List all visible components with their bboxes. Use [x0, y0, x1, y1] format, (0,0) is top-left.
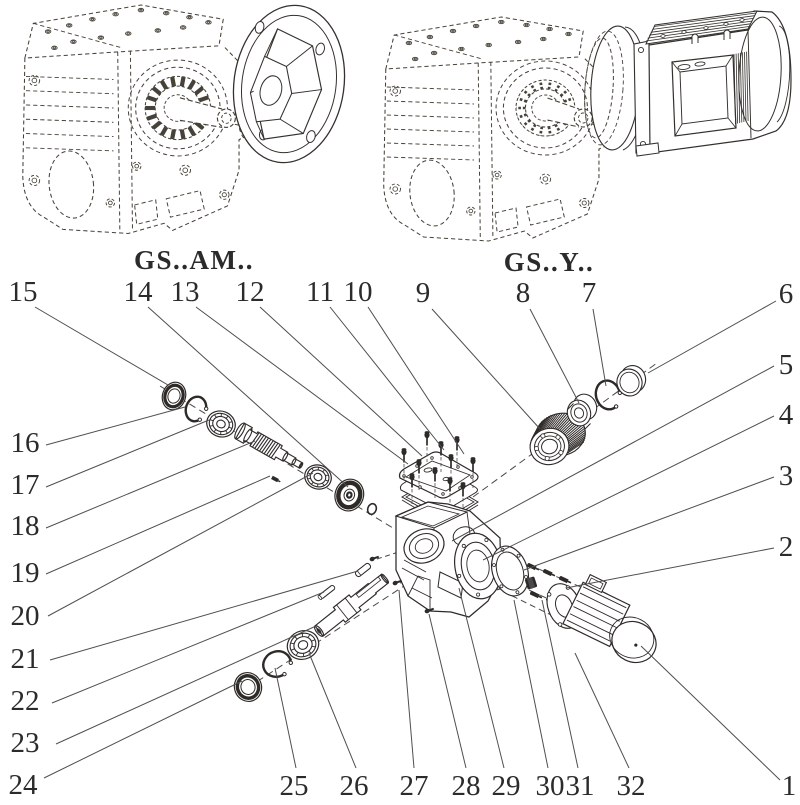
svg-text:8: 8 [516, 277, 531, 309]
svg-text:31: 31 [566, 770, 595, 800]
svg-text:2: 2 [779, 531, 794, 563]
svg-text:7: 7 [582, 277, 597, 309]
svg-text:19: 19 [11, 557, 40, 589]
svg-text:18: 18 [11, 510, 40, 542]
svg-text:22: 22 [11, 685, 40, 717]
svg-text:1: 1 [782, 770, 797, 800]
svg-text:12: 12 [236, 276, 265, 308]
svg-text:4: 4 [779, 399, 794, 431]
svg-text:32: 32 [617, 770, 646, 800]
svg-text:17: 17 [11, 469, 40, 501]
svg-text:26: 26 [340, 770, 369, 800]
svg-text:25: 25 [280, 770, 309, 800]
svg-text:23: 23 [11, 727, 40, 759]
svg-text:GS..Y..: GS..Y.. [504, 247, 595, 277]
svg-text:14: 14 [124, 276, 154, 308]
svg-text:6: 6 [779, 278, 794, 310]
svg-text:28: 28 [452, 770, 481, 800]
svg-text:24: 24 [9, 769, 39, 800]
svg-text:30: 30 [536, 770, 565, 800]
svg-text:15: 15 [9, 276, 38, 308]
svg-text:5: 5 [779, 349, 794, 381]
svg-text:16: 16 [11, 427, 40, 459]
svg-text:3: 3 [779, 460, 794, 492]
svg-text:27: 27 [400, 770, 429, 800]
svg-text:10: 10 [344, 276, 373, 308]
svg-text:20: 20 [11, 600, 40, 632]
svg-text:29: 29 [492, 770, 521, 800]
svg-text:21: 21 [11, 643, 40, 675]
svg-text:11: 11 [306, 276, 334, 308]
svg-text:GS..AM..: GS..AM.. [134, 245, 254, 275]
svg-text:13: 13 [171, 276, 200, 308]
svg-text:9: 9 [416, 277, 431, 309]
